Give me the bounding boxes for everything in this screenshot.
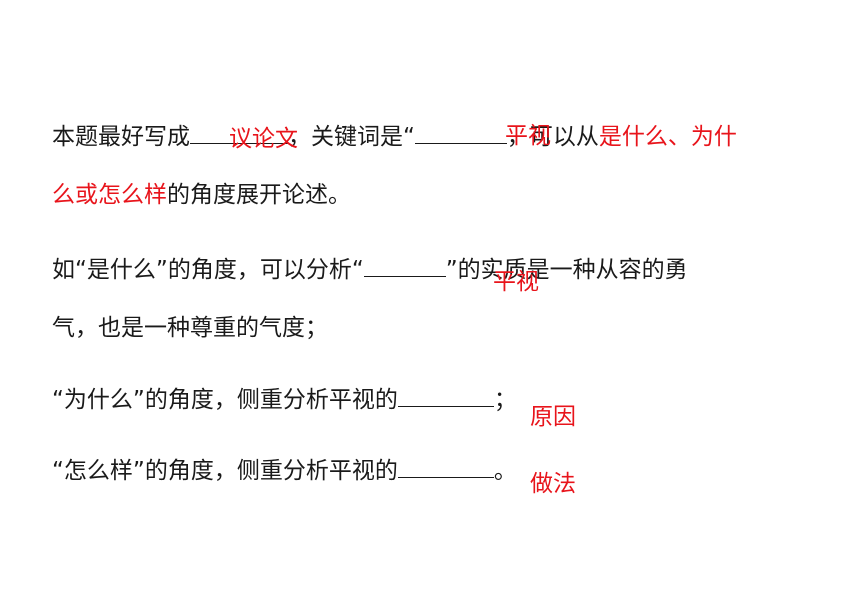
- highlight-phrase: 么或怎么样: [52, 182, 167, 208]
- paragraph4-line: “怎么样”的角度，侧重分析平视的 。: [52, 455, 517, 486]
- text-segment: ，关键词是“: [288, 124, 415, 150]
- paragraph1-line1: 本题最好写成 ，关键词是“ ，可以从是什么、为什: [52, 121, 737, 152]
- answer-pingshi-1: 平视: [505, 123, 551, 149]
- answer-yilunwen: 议论文: [229, 126, 298, 152]
- blank-5: [397, 455, 494, 478]
- paragraph3-line: “为什么”的角度，侧重分析平视的 ；: [52, 384, 517, 415]
- blank-3: [363, 254, 446, 277]
- paragraph2-line2: 气，也是一种尊重的气度；: [52, 313, 328, 343]
- text-segment: 本题最好写成: [52, 124, 190, 150]
- text-segment: 如“是什么”的角度，可以分析“: [52, 257, 364, 283]
- text-segment: 。: [493, 458, 517, 484]
- paragraph2-line1: 如“是什么”的角度，可以分析“ ”的实质是一种从容的勇: [52, 254, 688, 285]
- answer-zuofa: 做法: [530, 471, 576, 497]
- text-segment: 气，也是一种尊重的气度；: [52, 315, 328, 341]
- text-segment: ”的实质是一种从容的勇: [445, 257, 688, 283]
- paragraph1-line2: 么或怎么样的角度展开论述。: [52, 180, 351, 210]
- text-segment: “怎么样”的角度，侧重分析平视的: [52, 458, 398, 484]
- text-segment: ，可以从: [506, 124, 599, 150]
- text-segment: “为什么”的角度，侧重分析平视的: [52, 387, 398, 413]
- text-segment: 的角度展开论述。: [167, 182, 351, 208]
- blank-4: [397, 384, 494, 407]
- text-segment: ；: [493, 387, 517, 413]
- highlight-phrase: 是什么、为什: [598, 124, 737, 150]
- answer-pingshi-2: 平视: [493, 269, 539, 295]
- answer-yuanyin: 原因: [530, 404, 576, 430]
- blank-2: [414, 121, 507, 144]
- blank-1: [190, 121, 288, 144]
